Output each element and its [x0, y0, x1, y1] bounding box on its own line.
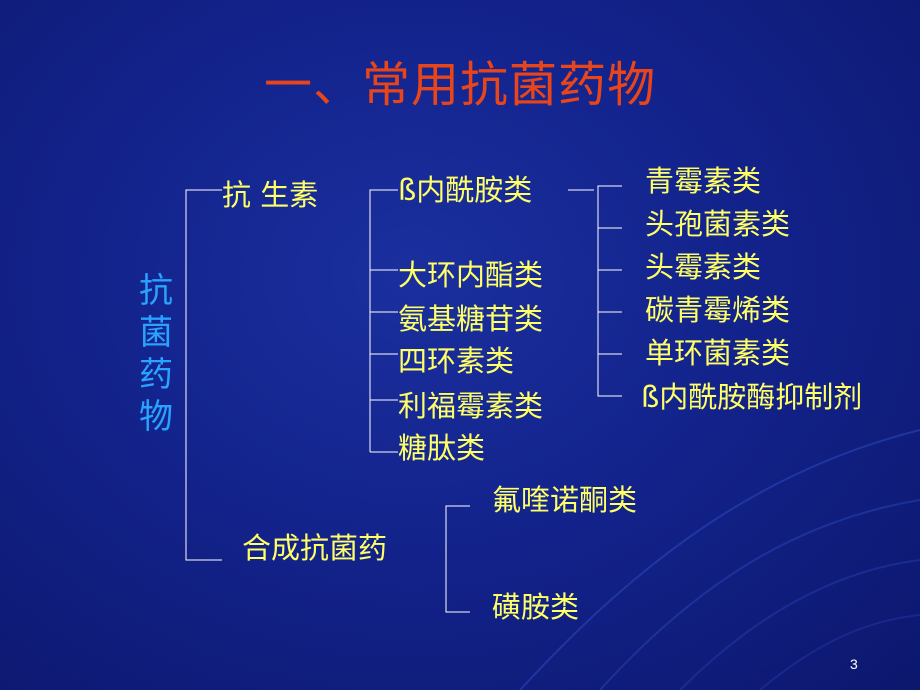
beta-lactam-child: ß内酰胺酶抑制剂 [641, 380, 863, 414]
antibiotic-class: 糖肽类 [398, 431, 486, 465]
root-bracket [185, 189, 222, 561]
synthetic-child: 氟喹诺酮类 [492, 483, 638, 517]
synthetic-bracket [445, 505, 470, 613]
beta-lactam-child: 碳青霉烯类 [645, 293, 791, 327]
beta-lactam-child: 头霉素类 [645, 250, 762, 284]
antibiotic-class: 氨基糖苷类 [398, 302, 544, 336]
antibiotic-class: 大环内酯类 [398, 258, 544, 292]
antibiotics-label: 抗 生素 [222, 178, 319, 212]
synthetic-child: 磺胺类 [492, 590, 580, 624]
synthetic-label: 合成抗菌药 [242, 531, 388, 565]
beta-lactam-child: 青霉素类 [645, 164, 762, 198]
beta-lactam-bracket [597, 185, 622, 397]
page-number: 3 [850, 656, 858, 672]
slide-title: 一、常用抗菌药物 [263, 57, 656, 113]
root-label: 抗菌药物 [139, 271, 173, 437]
beta-lactam-child: 头孢菌素类 [645, 207, 791, 241]
antibiotic-class: 四环素类 [398, 344, 515, 378]
antibiotic-class: 利福霉素类 [398, 389, 544, 423]
beta-lactam-child: 单环菌素类 [645, 336, 791, 370]
antibiotics-bracket [369, 189, 398, 453]
beta-lactam-label: ß内酰胺类 [398, 173, 533, 207]
